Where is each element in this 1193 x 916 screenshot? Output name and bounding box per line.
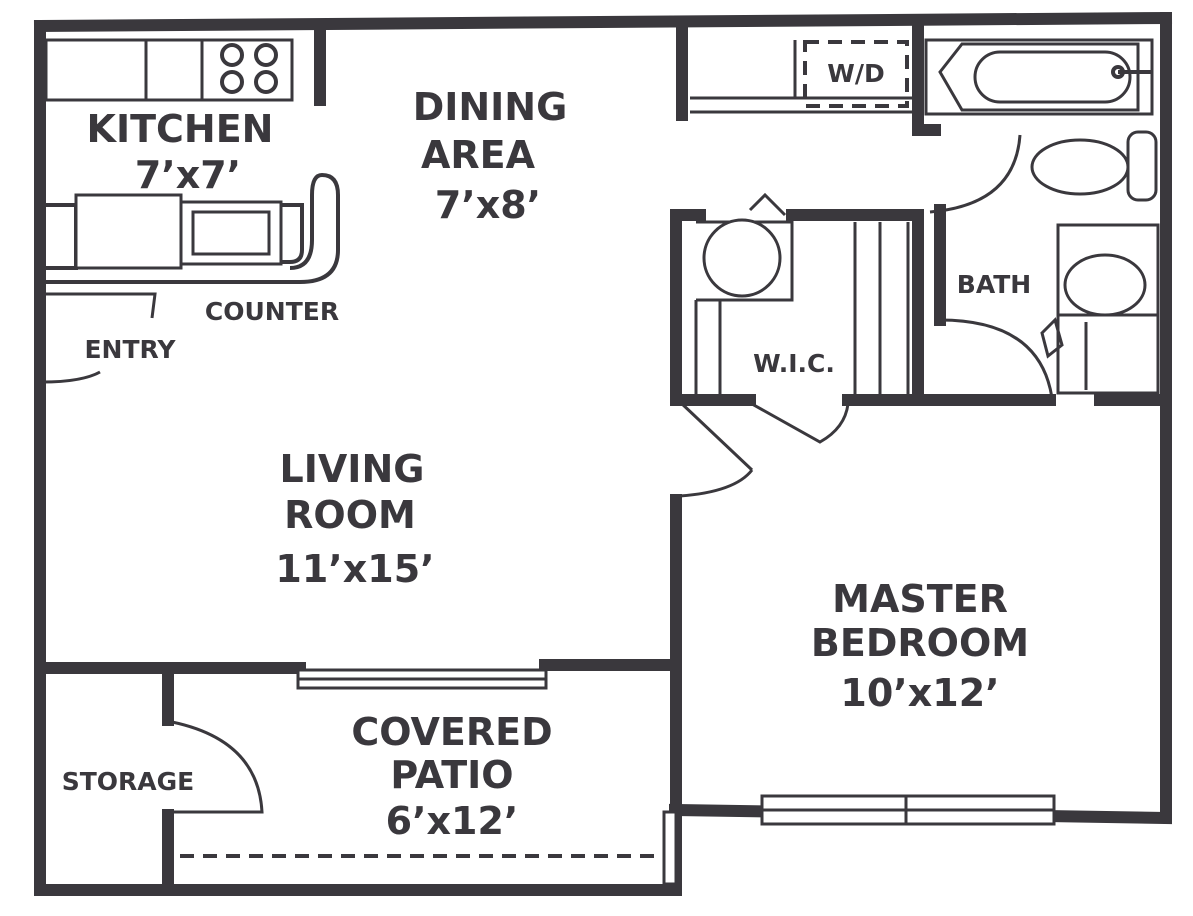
kitchen-upper-cabinet-2	[144, 38, 204, 102]
bath-door-swing	[929, 134, 1022, 214]
dining-label-line2: AREA	[421, 133, 536, 177]
master-size: 10’x12’	[840, 671, 999, 715]
kitchen-upper-cabinet	[44, 38, 148, 102]
master-label-line1: MASTER	[832, 577, 1008, 621]
room-labels: KITCHEN 7’x7’ DINING AREA 7’x8’ LIVING R…	[62, 59, 1031, 843]
storage-label: STORAGE	[62, 767, 195, 796]
closet-fixtures	[694, 192, 910, 444]
patio-label-line2: PATIO	[390, 753, 513, 797]
bath-bedroom-door-swing	[939, 318, 1054, 399]
storage-door	[171, 720, 264, 814]
patio-label-line1: COVERED	[351, 710, 552, 754]
master-label-line2: BEDROOM	[811, 621, 1029, 665]
patio-sliding-door	[296, 668, 548, 690]
patio-opening	[180, 810, 678, 886]
counter-peninsula	[46, 172, 340, 284]
stove-icon	[200, 38, 294, 102]
dining-label-line1: DINING	[413, 85, 568, 129]
kitchen-size: 7’x7’	[135, 153, 241, 197]
entry-door	[40, 296, 101, 384]
wic-label: W.I.C.	[753, 349, 835, 378]
living-size: 11’x15’	[275, 547, 434, 591]
counter-label: COUNTER	[205, 297, 339, 326]
counter-end	[46, 203, 78, 270]
toilet-icon	[1030, 130, 1158, 202]
sink-icon	[179, 200, 283, 266]
bathtub-icon	[924, 38, 1154, 116]
bedroom-window	[760, 794, 1056, 826]
counter-return	[281, 203, 304, 264]
washer-dryer-outline	[803, 40, 909, 108]
bath-label: BATH	[957, 270, 1031, 299]
counter-cabinet	[74, 193, 183, 270]
laundry-closet	[690, 40, 915, 114]
bath-fixtures	[924, 38, 1160, 399]
bedroom-door	[678, 400, 754, 498]
living-label-line2: ROOM	[284, 493, 416, 537]
wic-door-swing	[751, 402, 850, 444]
patio-size: 6’x12’	[386, 799, 519, 843]
dining-size: 7’x8’	[435, 183, 541, 227]
vanity-sink-icon	[1056, 223, 1160, 395]
entry-label: ENTRY	[84, 335, 176, 364]
bath-door-stop	[1040, 317, 1064, 359]
kitchen-fixtures	[42, 38, 340, 319]
water-heater-icon	[696, 192, 794, 302]
laundry-label: W/D	[827, 59, 884, 88]
living-label-line1: LIVING	[280, 447, 425, 491]
kitchen-label: KITCHEN	[87, 107, 274, 151]
entry-jamb	[42, 292, 157, 319]
